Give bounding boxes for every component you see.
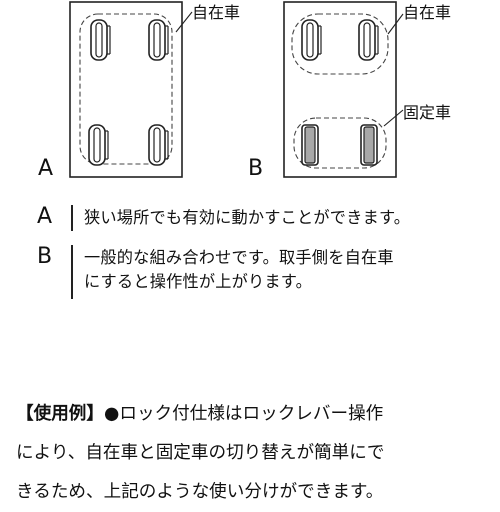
callout-fixed-b: 固定車: [403, 103, 451, 122]
callout-swivel-a: 自在車: [192, 3, 240, 22]
legend-divider-a: [71, 205, 73, 231]
legend-text-a: 狭い場所でも有効に動かすことができます。: [84, 208, 411, 227]
panel-letter-a: A: [38, 156, 53, 181]
caster-diagram: 自在車 A 自在車 固定車 B: [38, 1, 451, 181]
legend-letter-b: B: [37, 244, 53, 269]
legend-text-b-line1: 一般的な組み合わせです。取手側を自在車: [84, 248, 394, 267]
swivel-wheel-a-tr: [148, 19, 169, 61]
usage-bullet: ●: [103, 404, 120, 424]
fixed-wheel-b-bl: [301, 124, 319, 166]
panel-b: 自在車 固定車 B: [248, 1, 451, 181]
callout-swivel-b: 自在車: [403, 3, 451, 22]
swivel-wheel-b-tl: [301, 19, 322, 61]
panel-a: 自在車 A: [38, 1, 240, 181]
cart-outline-a: [69, 1, 183, 178]
callout-leader-b-top: [387, 13, 404, 35]
fixed-path-b: [293, 117, 387, 169]
legend-letter-a: A: [37, 204, 53, 229]
usage-line-3: きるため、上記のような使い分けができます。: [16, 482, 384, 502]
swivel-wheel-b-tr: [358, 19, 379, 61]
swivel-path-b: [291, 13, 389, 75]
usage-example: 【使用例】●ロック付仕様はロックレバー操作 により、自在車と固定車の切り替えが簡…: [16, 395, 494, 512]
legend-b: B 一般的な組み合わせです。取手側を自在車 にすると操作性が上がります。: [0, 245, 500, 301]
cart-outline-b: [283, 1, 397, 178]
callout-leader-a: [175, 11, 193, 33]
swivel-wheel-a-bl: [88, 124, 109, 166]
fixed-wheel-b-br: [360, 124, 378, 166]
callout-leader-b-mid: [383, 109, 404, 127]
usage-line-1: 【使用例】●ロック付仕様はロックレバー操作: [16, 395, 494, 434]
swivel-path-a: [79, 13, 173, 165]
usage-line1-text: ロック付仕様はロックレバー操作: [119, 404, 384, 424]
usage-heading: 【使用例】: [16, 404, 104, 424]
legend-text-b: 一般的な組み合わせです。取手側を自在車 にすると操作性が上がります。: [84, 246, 394, 294]
usage-line-2: により、自在車と固定車の切り替えが簡単にで: [16, 443, 385, 463]
legend-text-b-line2: にすると操作性が上がります。: [84, 272, 312, 291]
legend-a: A 狭い場所でも有効に動かすことができます。: [0, 205, 500, 233]
legend-divider-b: [71, 245, 73, 299]
panel-letter-b: B: [248, 156, 263, 181]
swivel-wheel-a-br: [148, 124, 169, 166]
swivel-wheel-a-tl: [90, 19, 111, 61]
